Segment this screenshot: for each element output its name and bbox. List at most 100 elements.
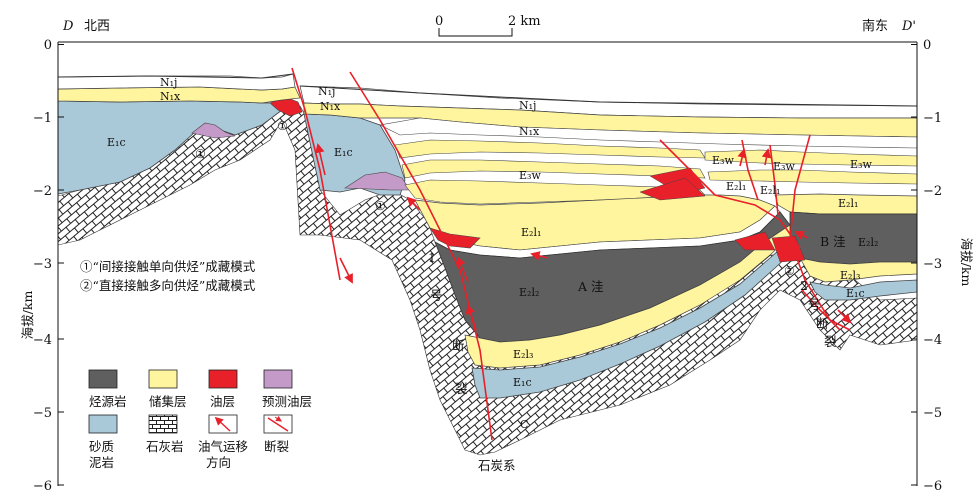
formation-label-n1j: N₁j bbox=[160, 76, 177, 89]
formation-label-e2l3: E₂l₃ bbox=[513, 348, 533, 361]
circle-markers: ① ① ① ② bbox=[195, 119, 795, 278]
scale-end: 2 km bbox=[508, 14, 541, 29]
migration-arrow bbox=[837, 309, 852, 324]
formation-labels: N₁j N₁x E₁c N₁j N₁x E₁c N₁j N₁x E₃w E₂l₁… bbox=[107, 76, 878, 431]
tick-label: −4 bbox=[923, 333, 942, 348]
legend-label-source: 烃源岩 bbox=[89, 394, 127, 409]
tick-label: −5 bbox=[923, 406, 942, 421]
legend-swatch-reservoir bbox=[148, 369, 178, 389]
e3w-bed-2 bbox=[401, 159, 706, 179]
formation-label-n1j: N₁j bbox=[318, 85, 335, 98]
formation-label-e2l2: E₂l₂ bbox=[858, 236, 878, 249]
formation-label-e2l1: E₂l₁ bbox=[838, 197, 858, 210]
right-axis bbox=[911, 42, 918, 486]
tick-label: −4 bbox=[33, 333, 52, 348]
central-fault-oil-2 bbox=[639, 177, 706, 201]
legend-label-oil: 油层 bbox=[210, 394, 235, 409]
fault-1-char: 1 bbox=[428, 250, 436, 265]
tick-label: −2 bbox=[923, 184, 942, 199]
fault-central-a bbox=[659, 139, 801, 249]
legend: 烃源岩 储集层 油层 预测油层 砂质泥岩 石灰岩 油气运移方向 断裂 bbox=[88, 369, 312, 470]
graben-predicted-oil bbox=[344, 171, 411, 191]
migration-arrows bbox=[315, 143, 852, 331]
right-e3w-bed-1 bbox=[704, 149, 917, 167]
tick-label: −1 bbox=[33, 111, 52, 126]
migration-arrow bbox=[465, 304, 477, 331]
left-direction: 北西 bbox=[84, 19, 110, 34]
fault-2-char: 裂 bbox=[824, 334, 837, 349]
fault-1 bbox=[349, 71, 493, 441]
legend-label-sandy-mud: 砂质泥岩 bbox=[89, 439, 114, 470]
migration-arrow bbox=[315, 143, 326, 176]
fault-1-label: 1 号 断 裂 bbox=[428, 250, 468, 396]
legend-swatch-source bbox=[88, 369, 118, 389]
carboniferous-label: 石炭系 bbox=[478, 458, 516, 473]
formation-label-e3w: E₃w bbox=[850, 158, 872, 171]
formation-label-n1x: N₁x bbox=[320, 100, 341, 113]
formation-label-n1x: N₁x bbox=[160, 90, 181, 103]
migration-arrow bbox=[339, 257, 353, 284]
migration-arrow bbox=[406, 196, 421, 211]
fault-2-char: 号 bbox=[808, 297, 821, 312]
legend-label-predicted: 预测油层 bbox=[262, 394, 312, 409]
fault-2-char: 断 bbox=[816, 316, 829, 331]
tick-label: 0 bbox=[44, 38, 52, 53]
formation-label-e2l1: E₂l₁ bbox=[760, 184, 780, 197]
right-e3w-bed-2 bbox=[707, 169, 917, 185]
horizon-line-top bbox=[58, 73, 294, 79]
legend-swatch-limestone bbox=[148, 414, 178, 434]
tick-label: −1 bbox=[923, 111, 942, 126]
legend-label-fault: 断裂 bbox=[264, 439, 289, 454]
tick-label: −5 bbox=[33, 406, 52, 421]
legend-label-reservoir: 储集层 bbox=[149, 394, 187, 409]
b-sag-source-rock bbox=[789, 211, 917, 265]
fault-2-char: 2 bbox=[800, 278, 808, 293]
e3w-bed-1 bbox=[394, 139, 706, 159]
tick-label: −2 bbox=[33, 184, 52, 199]
tick-label: −6 bbox=[923, 479, 942, 494]
left-tick-labels: 0 −1 −2 −3 −4 −5 −6 bbox=[33, 38, 52, 494]
formation-label-e2l2: E₂l₂ bbox=[519, 286, 539, 299]
left-section-letter: D bbox=[62, 19, 74, 34]
formation-label-e2l1: E₂l₁ bbox=[726, 180, 746, 193]
central-fault-oil-3 bbox=[734, 231, 776, 251]
fault-right-steep-2 bbox=[801, 289, 841, 331]
model-note-1: ①“间接接触单向供烃”成藏模式 bbox=[80, 259, 256, 274]
b-sag-e2l3-reservoir bbox=[799, 257, 917, 283]
formation-label-e1c: E₁c bbox=[513, 376, 532, 389]
faults bbox=[291, 67, 851, 441]
legend-swatch-oil bbox=[208, 369, 238, 389]
left-axis bbox=[57, 42, 64, 486]
fault-1-char: 断 bbox=[452, 338, 465, 353]
legend-label-limestone: 石灰岩 bbox=[146, 439, 184, 454]
white-band-below-n1x bbox=[379, 117, 917, 149]
migration-arrow bbox=[761, 148, 772, 166]
formation-label-e2l3: E₂l₃ bbox=[840, 269, 860, 282]
right-tick-labels: 0 −1 −2 −3 −4 −5 −6 bbox=[923, 38, 942, 494]
legend-migration-arrow-icon bbox=[214, 416, 231, 432]
fault-2-label: 2 号 断 裂 bbox=[800, 278, 837, 349]
formation-label-e2l1: E₂l₁ bbox=[521, 226, 541, 239]
marker-one: ① bbox=[195, 147, 206, 161]
marker-two: ② bbox=[784, 264, 795, 278]
migration-arrow bbox=[530, 251, 549, 261]
formation-label-e1c: E₁c bbox=[107, 136, 126, 149]
tick-label: −3 bbox=[33, 257, 52, 272]
right-section-letter: D' bbox=[901, 19, 916, 34]
formation-label-e3w: E₃w bbox=[712, 154, 734, 167]
tick-label: −3 bbox=[923, 257, 942, 272]
a-sag-label: A 洼 bbox=[577, 279, 604, 294]
legend-fault-arrow-icon bbox=[274, 415, 282, 422]
fault-right-steep bbox=[789, 134, 851, 331]
right-axis-title: 海拔/km bbox=[959, 238, 974, 287]
formation-label-e1c: E₁c bbox=[846, 287, 865, 300]
legend-swatch-predicted bbox=[263, 369, 293, 389]
left-axis-title: 海拔/km bbox=[20, 291, 35, 340]
model-note-2: ②“直接接触多向供烃”成藏模式 bbox=[80, 278, 256, 293]
left-predicted-oil bbox=[191, 122, 236, 139]
marker-one: ① bbox=[277, 119, 288, 133]
strata bbox=[58, 73, 917, 456]
migration-arrow bbox=[456, 256, 469, 283]
scale-bar: 0 2 km bbox=[435, 14, 541, 37]
